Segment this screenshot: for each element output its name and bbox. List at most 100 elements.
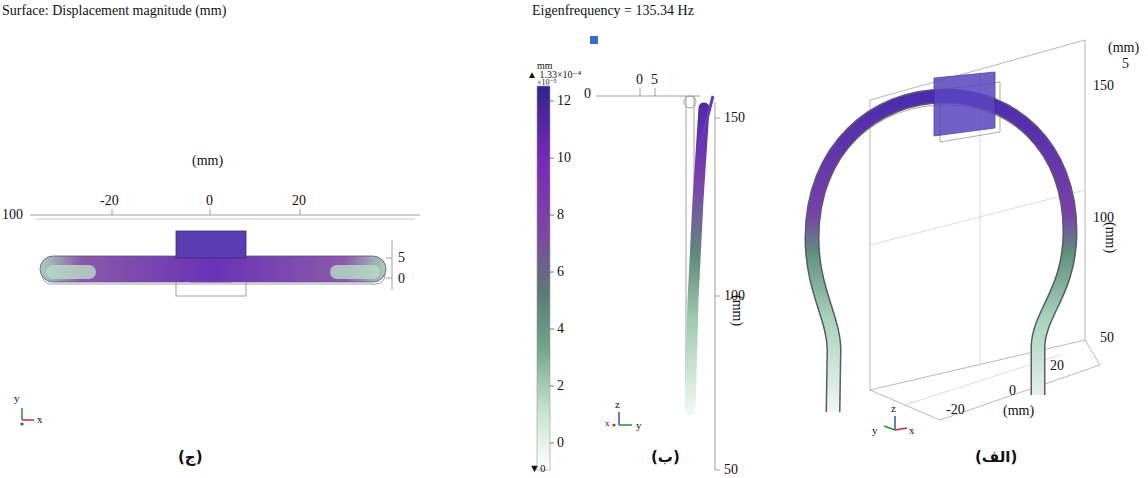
label: ×10⁻⁵ [537, 79, 557, 88]
label: 10 [557, 150, 571, 165]
icon [590, 36, 598, 44]
label: 100 [2, 207, 23, 222]
tick [112, 209, 113, 215]
color-bar [537, 86, 550, 470]
axis [612, 423, 615, 426]
label: 5 [1122, 56, 1129, 71]
axis [22, 419, 34, 421]
front-view [30, 209, 420, 296]
axis-triad [20, 408, 34, 426]
label: 4 [557, 321, 564, 336]
axis [21, 408, 23, 420]
label: y [636, 419, 642, 431]
label: (ج) [178, 449, 203, 466]
ruler [715, 102, 716, 470]
grid-line [35, 219, 415, 220]
label: x [909, 424, 915, 436]
label: 2 [557, 378, 564, 393]
label: (mm) [730, 295, 745, 326]
bar-end [330, 265, 380, 279]
grid-line [870, 190, 1085, 245]
label: 20 [292, 193, 306, 208]
tick [386, 278, 392, 279]
label: (mm) [192, 153, 223, 168]
label: 5 [651, 72, 658, 87]
tick [715, 296, 720, 297]
label: 150 [1093, 78, 1114, 93]
tick [550, 101, 554, 102]
label: 50 [1100, 330, 1114, 345]
plate [934, 72, 995, 136]
tick [550, 329, 554, 330]
tick [715, 118, 720, 119]
label: 6 [557, 264, 564, 279]
tick [300, 209, 301, 215]
ruler [392, 240, 393, 290]
label: 5 [398, 250, 405, 265]
label: -20 [946, 402, 965, 417]
label: 8 [557, 207, 564, 222]
label: 0 [206, 193, 213, 208]
deformed-tube [690, 108, 704, 410]
axis [618, 412, 620, 425]
axis [20, 422, 23, 425]
label: x [37, 413, 43, 425]
plate [176, 231, 246, 258]
deformed-arch [812, 96, 1070, 412]
label: (الف) [975, 449, 1017, 466]
color-bar-ticks [550, 101, 554, 443]
label: (mm) [1003, 403, 1034, 418]
axis-triad [612, 412, 632, 427]
tube-edge [812, 96, 1070, 412]
label: Eigenfrequency = 135.34 Hz [532, 3, 694, 18]
plate [699, 96, 713, 150]
label: (mm) [1108, 40, 1139, 55]
tick [550, 443, 554, 444]
label: z [615, 398, 620, 410]
label: 0 [398, 271, 405, 286]
label: 0 [1009, 383, 1016, 398]
label: 0 [557, 435, 564, 450]
undeformed-outline [818, 105, 1065, 408]
label: 20 [1050, 358, 1064, 373]
label: -20 [100, 193, 119, 208]
tick [550, 272, 554, 273]
label: x [605, 419, 610, 429]
tick [210, 209, 211, 215]
grid-line [940, 365, 1100, 420]
3d-grid [818, 40, 1100, 420]
label: 150 [724, 110, 745, 125]
tick [640, 88, 641, 96]
tick [550, 158, 554, 159]
tick [550, 215, 554, 216]
tick [386, 258, 392, 259]
side-view [596, 88, 720, 470]
label: (mm) [1103, 222, 1118, 253]
axis-triad [884, 416, 907, 430]
grid-line [30, 215, 420, 216]
label: z [891, 402, 896, 414]
label: ▼0 [529, 462, 545, 474]
label: 0 [584, 86, 591, 101]
label: 0 [636, 72, 643, 87]
label: y [872, 424, 878, 436]
label: 12 [557, 93, 571, 108]
tick [655, 88, 656, 96]
axis [895, 428, 907, 430]
label: y [14, 392, 20, 404]
label: (ب) [651, 449, 680, 466]
bar-end [46, 265, 96, 279]
label: Surface: Displacement magnitude (mm) [2, 3, 226, 18]
label: 50 [724, 462, 738, 477]
tick [715, 470, 720, 471]
axis [884, 426, 895, 430]
grid-line [1085, 340, 1100, 365]
axis [894, 416, 896, 430]
outline [684, 96, 696, 108]
tick [550, 386, 554, 387]
grid-line [870, 340, 1085, 390]
axis [619, 424, 632, 426]
deformed-bar [40, 256, 386, 282]
